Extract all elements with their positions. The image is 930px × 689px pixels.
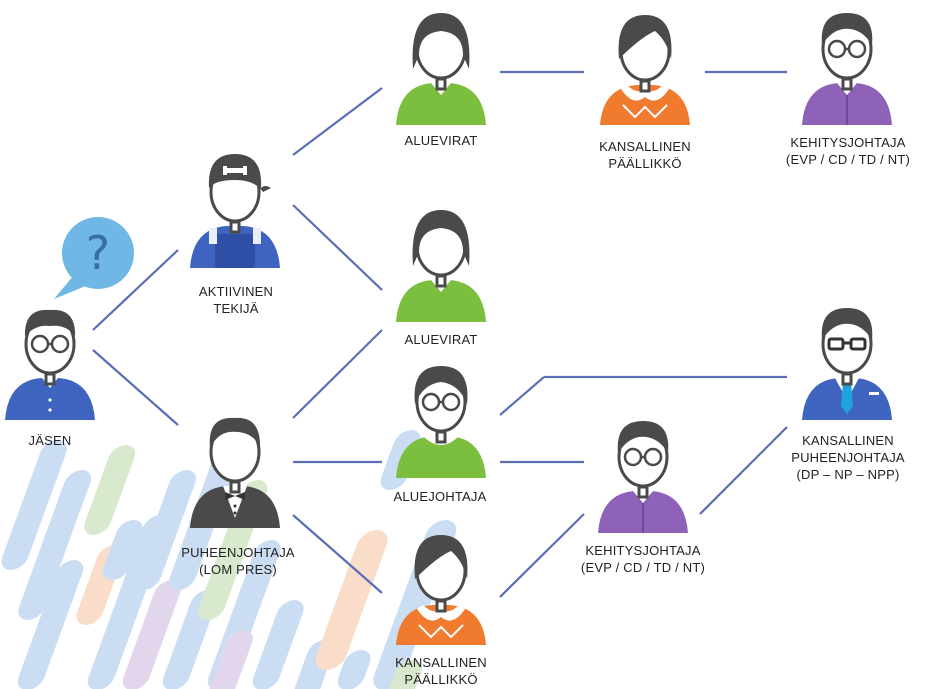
national-chief-figure-bottom	[396, 535, 486, 645]
label-regional-officer-top: ALUEVIRAT	[404, 133, 478, 148]
regional-officer-figure-middle	[396, 210, 486, 322]
development-director-figure-bottom	[598, 421, 688, 533]
label-regional-officer-middle: ALUEVIRAT	[404, 332, 478, 347]
label-regional-leader: ALUEJOHTAJA	[393, 489, 487, 504]
national-chief-figure-top	[600, 15, 690, 125]
question-mark: ?	[86, 226, 110, 280]
label-member: JÄSEN	[28, 433, 72, 448]
active-worker-figure	[190, 154, 280, 268]
label-development-director-bottom: KEHITYSJOHTAJA (EVP / CD / TD / NT)	[580, 543, 706, 575]
connector-lines	[92, 70, 788, 598]
development-director-figure-top	[802, 13, 892, 125]
label-national-chief-top: KANSALLINEN PÄÄLLIKKÖ	[599, 139, 691, 171]
label-active-worker: AKTIIVINEN TEKIJÄ	[198, 284, 274, 316]
club-president-figure	[190, 417, 280, 528]
label-national-president: KANSALLINEN PUHEENJOHTAJA (DP – NP – NPP…	[791, 433, 905, 482]
regional-officer-figure-top	[396, 13, 486, 125]
question-bubble: ?	[54, 217, 134, 299]
member-figure	[5, 309, 95, 420]
label-club-president: PUHEENJOHTAJA (LOM PRES)	[181, 545, 295, 577]
label-national-chief-bottom: KANSALLINEN PÄÄLLIKKÖ	[395, 655, 487, 687]
national-president-figure	[802, 308, 892, 420]
label-development-director-top: KEHITYSJOHTAJA (EVP / CD / TD / NT)	[785, 135, 911, 167]
regional-leader-figure	[396, 366, 486, 478]
